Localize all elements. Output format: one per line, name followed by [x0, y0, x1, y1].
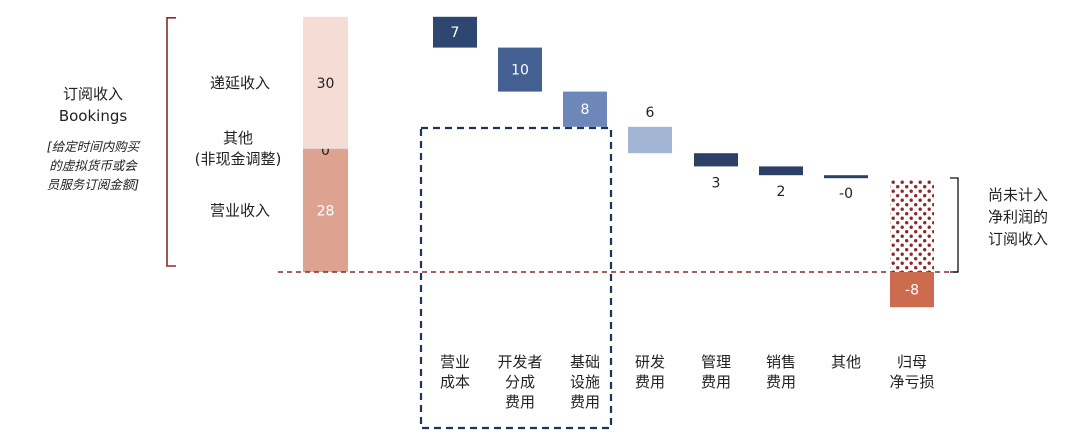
- cost-bar-value: 2: [777, 184, 786, 200]
- cost-bar-value: 10: [511, 63, 529, 79]
- cost-bar-category: 费用: [766, 373, 796, 391]
- stack-segment-value: 28: [317, 203, 335, 219]
- cost-bar-value: 8: [581, 102, 590, 118]
- net-loss-value: -8: [905, 283, 919, 299]
- cost-bar-category: 费用: [570, 393, 600, 411]
- bookings-title-cn: 订阅收入: [63, 85, 123, 103]
- cost-bar: [824, 175, 868, 179]
- cost-bar: [694, 153, 738, 167]
- stack-segment-label: (非现金调整): [195, 150, 282, 168]
- highlight-box: [419, 126, 613, 430]
- cost-bar-category: 费用: [635, 373, 665, 391]
- cost-bar-category: 研发: [635, 353, 665, 371]
- bookings-title-en: Bookings: [59, 107, 128, 125]
- deferred-bracket: [950, 177, 959, 273]
- bookings-note-line: 的虚拟货币或会: [49, 158, 138, 173]
- net-loss-bar: [890, 272, 934, 308]
- cost-bar: [498, 47, 542, 92]
- cost-bar: [759, 166, 803, 176]
- deferred-marker-line: 尚未计入: [988, 186, 1048, 204]
- cost-bar: [628, 126, 672, 154]
- deferred-revenue-dotted-bar: [890, 180, 934, 272]
- cost-bar-value: 3: [712, 175, 721, 191]
- cost-bar-category: 基础: [570, 353, 600, 371]
- bookings-note-line: 员服务订阅金额]: [47, 177, 140, 192]
- cost-bar: [563, 91, 607, 127]
- stack-segment-label: 递延收入: [210, 74, 270, 92]
- cost-bar-value: 6: [646, 105, 655, 121]
- deferred-marker-line: 净利润的: [988, 208, 1048, 226]
- cost-bar-category: 开发者: [497, 353, 542, 371]
- cost-bar: [433, 16, 477, 48]
- stack-segment-label: 营业收入: [210, 201, 270, 219]
- cost-bar-category: 管理: [701, 353, 731, 371]
- deferred-marker-line: 订阅收入: [988, 230, 1048, 248]
- stack-segment-value: 0: [321, 143, 330, 159]
- cost-bar-category: 分成: [505, 373, 535, 391]
- cost-bar-category: 其他: [831, 353, 861, 371]
- stack-segment-value: 30: [317, 76, 335, 92]
- cost-bar-category: 营业: [440, 353, 470, 371]
- cost-bar-category: 成本: [440, 373, 470, 391]
- cost-bar-category: 设施: [570, 373, 600, 391]
- stack-segment: [303, 148, 348, 272]
- cost-bar-category: 费用: [701, 373, 731, 391]
- cost-bar-category: 费用: [505, 393, 535, 411]
- bookings-bracket: [166, 17, 176, 267]
- cost-bar-value: -0: [839, 186, 853, 202]
- net-loss-category: 归母: [897, 353, 927, 371]
- stack-segment: [303, 16, 348, 149]
- stack-segment-label: 其他: [223, 129, 253, 147]
- net-loss-category: 净亏损: [889, 373, 934, 391]
- bookings-note-line: [给定时间内购买: [47, 139, 142, 154]
- cost-bar-category: 销售: [766, 353, 796, 371]
- cost-bar-value: 7: [451, 25, 460, 41]
